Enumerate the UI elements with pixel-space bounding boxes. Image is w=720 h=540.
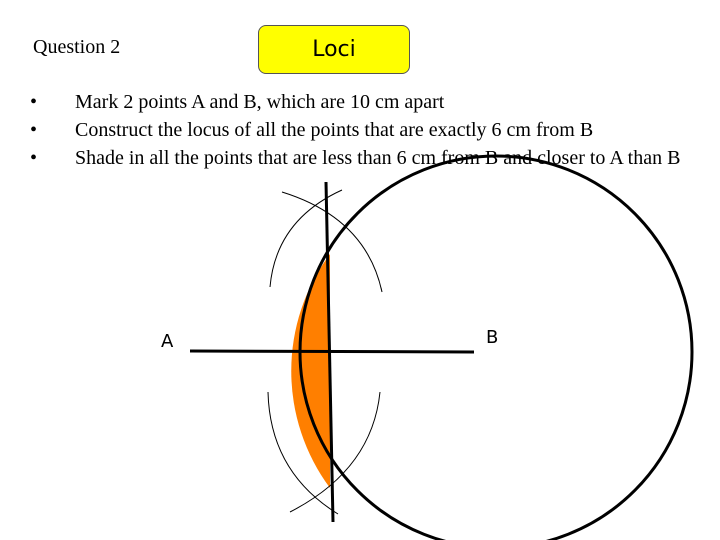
construction-arc-b-top bbox=[281, 191, 383, 293]
point-b-label: B bbox=[486, 327, 498, 348]
shaded-region bbox=[291, 254, 330, 488]
bullet-dot: • bbox=[30, 91, 38, 113]
instruction-item: • Shade in all the points that are less … bbox=[30, 144, 710, 172]
instruction-item: • Construct the locus of all the points … bbox=[30, 116, 710, 144]
construction-arc-a-top bbox=[269, 189, 343, 288]
instruction-text: Mark 2 points A and B, which are 10 cm a… bbox=[75, 91, 445, 113]
instruction-item: • Mark 2 points A and B, which are 10 cm… bbox=[30, 88, 710, 116]
instruction-text: Shade in all the points that are less th… bbox=[75, 147, 681, 169]
locus-circle-b bbox=[298, 154, 694, 540]
point-a-label: A bbox=[161, 331, 174, 352]
instruction-list: • Mark 2 points A and B, which are 10 cm… bbox=[30, 88, 710, 172]
title-text: Loci bbox=[312, 37, 356, 62]
perpendicular-bisector bbox=[324, 181, 335, 523]
segment-ab bbox=[189, 349, 475, 354]
construction-arc-a-bottom bbox=[267, 391, 339, 515]
instruction-text: Construct the locus of all the points th… bbox=[75, 119, 594, 141]
question-label: Question 2 bbox=[33, 36, 121, 58]
bullet-dot: • bbox=[30, 147, 38, 169]
construction-arc-b-bottom bbox=[289, 391, 381, 513]
title-box: Loci bbox=[258, 25, 410, 74]
bullet-dot: • bbox=[30, 119, 38, 141]
